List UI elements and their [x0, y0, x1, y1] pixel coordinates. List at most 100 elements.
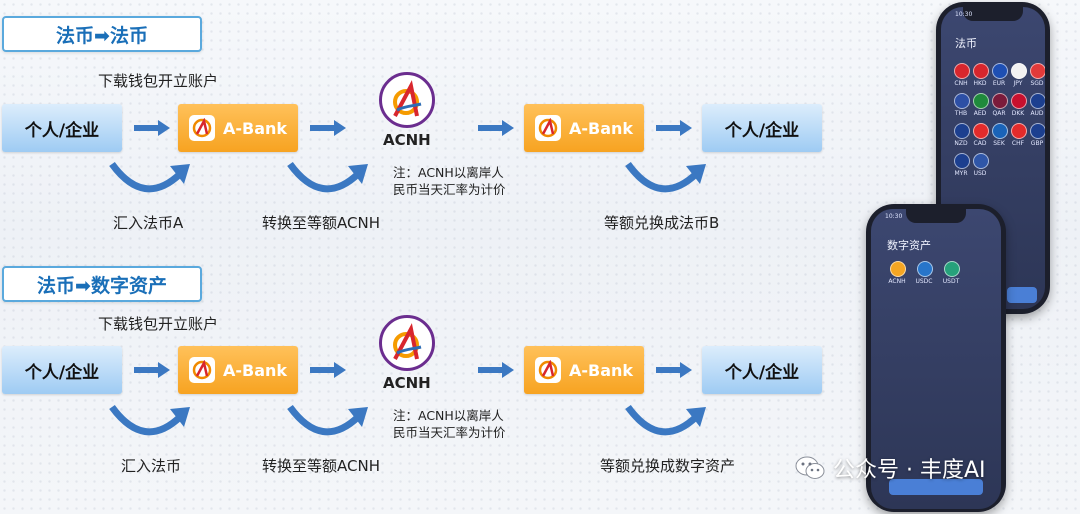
curved-arrow-icon	[625, 404, 706, 436]
currency-code-myr: MYR	[954, 170, 968, 177]
flag-sek-icon[interactable]	[992, 123, 1008, 139]
client-box-left: 个人/企业	[2, 104, 122, 152]
a-bank-logo-icon	[188, 115, 215, 141]
arrow-right-icon	[134, 120, 170, 136]
flag-aed-icon[interactable]	[973, 93, 989, 109]
acnh-logo-icon	[379, 315, 435, 371]
a-bank-label: A-Bank	[568, 360, 634, 380]
flag-usd-icon[interactable]	[973, 153, 989, 169]
currency-code-thb: THB	[954, 110, 968, 117]
currency-code-dkk: DKK	[1011, 110, 1025, 117]
acnh-logo-icon	[379, 72, 435, 128]
arrow-right-icon	[478, 362, 514, 378]
currency-code-hkd: HKD	[973, 80, 987, 87]
a-bank-logo-icon	[534, 357, 561, 383]
flag-hkd-icon[interactable]	[973, 63, 989, 79]
acnh-note: 注：ACNH以离岸人 民币当天汇率为计价	[393, 164, 506, 198]
currency-code-eur: EUR	[992, 80, 1006, 87]
a-bank-box-right: A-Bank	[524, 346, 644, 394]
flag-eur-icon[interactable]	[992, 63, 1008, 79]
arrow-right-icon	[134, 362, 170, 378]
open-account-label: 下载钱包开立账户	[98, 315, 219, 333]
phone-notch	[963, 7, 1023, 21]
asset-usdc-icon[interactable]	[917, 261, 933, 277]
curved-arrow-icon	[109, 161, 190, 193]
step-deposit-label: 汇入法币	[121, 457, 182, 475]
currency-code-cnh: CNH	[954, 80, 968, 87]
flag-cad-icon[interactable]	[973, 123, 989, 139]
curved-arrow-icon	[625, 161, 706, 193]
a-bank-label: A-Bank	[568, 118, 634, 138]
currency-code-qar: QAR	[992, 110, 1006, 117]
acnh-note-line1: 注：ACNH以离岸人	[393, 408, 504, 423]
arrow-right-icon	[656, 120, 692, 136]
currency-code-usd: USD	[973, 170, 987, 177]
a-bank-label: A-Bank	[222, 360, 288, 380]
client-box-left: 个人/企业	[2, 346, 122, 394]
currency-code-aud: AUD	[1030, 110, 1044, 117]
currency-code-chf: CHF	[1011, 140, 1025, 147]
a-bank-box-left: A-Bank	[178, 104, 298, 152]
a-bank-logo-icon	[534, 115, 561, 141]
asset-code-usdt: USDT	[942, 278, 960, 285]
acnh-note-line2: 民币当天汇率为计价	[393, 425, 506, 440]
phone-notch	[906, 209, 966, 223]
acnh-note-line1: 注：ACNH以离岸人	[393, 165, 504, 180]
phone-action-button[interactable]	[1007, 287, 1037, 303]
asset-code-acnh: ACNH	[888, 278, 906, 285]
step-convert-label: 转换至等额ACNH	[262, 457, 380, 475]
flag-gbp-icon[interactable]	[1030, 123, 1045, 139]
flag-cnh-icon[interactable]	[954, 63, 970, 79]
section-title-fiat-to-fiat: 法币➡法币	[2, 16, 202, 52]
acnh-label: ACNH	[383, 374, 431, 392]
currency-code-nzd: NZD	[954, 140, 968, 147]
asset-acnh-icon[interactable]	[890, 261, 906, 277]
flag-chf-icon[interactable]	[1011, 123, 1027, 139]
flag-sgd-icon[interactable]	[1030, 63, 1045, 79]
phone-digital-mockup: 10:30 数字资产 ACNH USDC USDT	[866, 204, 1006, 512]
step-deposit-label: 汇入法币A	[113, 214, 184, 232]
curved-arrow-icon	[287, 161, 368, 193]
wechat-icon	[795, 456, 825, 479]
arrow-right-icon	[310, 120, 346, 136]
phone-digital-title: 数字资产	[887, 239, 931, 252]
step-exchange-label: 等额兑换成数字资产	[600, 457, 736, 475]
client-box-right: 个人/企业	[702, 346, 822, 394]
flag-myr-icon[interactable]	[954, 153, 970, 169]
open-account-label: 下载钱包开立账户	[98, 72, 219, 90]
section-title-fiat-to-digital: 法币➡数字资产	[2, 266, 202, 302]
phone-action-button[interactable]	[889, 479, 983, 495]
arrow-right-icon	[310, 362, 346, 378]
flag-qar-icon[interactable]	[992, 93, 1008, 109]
step-exchange-label: 等额兑换成法币B	[604, 214, 720, 232]
phone-time: 10:30	[955, 11, 973, 18]
currency-code-sgd: SGD	[1030, 80, 1044, 87]
curved-arrow-icon	[109, 404, 190, 436]
phone-fiat-title: 法币	[955, 37, 977, 50]
step-convert-label: 转换至等额ACNH	[262, 214, 380, 232]
phone-digital-screen: 10:30 数字资产 ACNH USDC USDT	[871, 209, 1001, 509]
phone-time: 10:30	[885, 213, 903, 220]
curved-arrow-icon	[287, 404, 368, 436]
asset-usdt-icon[interactable]	[944, 261, 960, 277]
currency-code-gbp: GBP	[1030, 140, 1044, 147]
watermark: 公众号 · 丰度AI	[795, 452, 986, 484]
a-bank-logo-icon	[188, 357, 215, 383]
currency-code-jpy: JPY	[1013, 80, 1023, 87]
acnh-label: ACNH	[383, 131, 431, 149]
currency-code-sek: SEK	[993, 140, 1005, 147]
flag-thb-icon[interactable]	[954, 93, 970, 109]
arrow-right-icon	[478, 120, 514, 136]
flag-aud-icon[interactable]	[1030, 93, 1045, 109]
flag-jpy-icon[interactable]	[1011, 63, 1027, 79]
a-bank-box-right: A-Bank	[524, 104, 644, 152]
asset-code-usdc: USDC	[915, 278, 933, 285]
currency-code-aed: AED	[973, 110, 987, 117]
a-bank-box-left: A-Bank	[178, 346, 298, 394]
watermark-text: 公众号 · 丰度AI	[833, 458, 986, 483]
acnh-note: 注：ACNH以离岸人 民币当天汇率为计价	[393, 407, 506, 441]
flag-nzd-icon[interactable]	[954, 123, 970, 139]
client-box-right: 个人/企业	[702, 104, 822, 152]
currency-code-cad: CAD	[973, 140, 987, 147]
flag-dkk-icon[interactable]	[1011, 93, 1027, 109]
